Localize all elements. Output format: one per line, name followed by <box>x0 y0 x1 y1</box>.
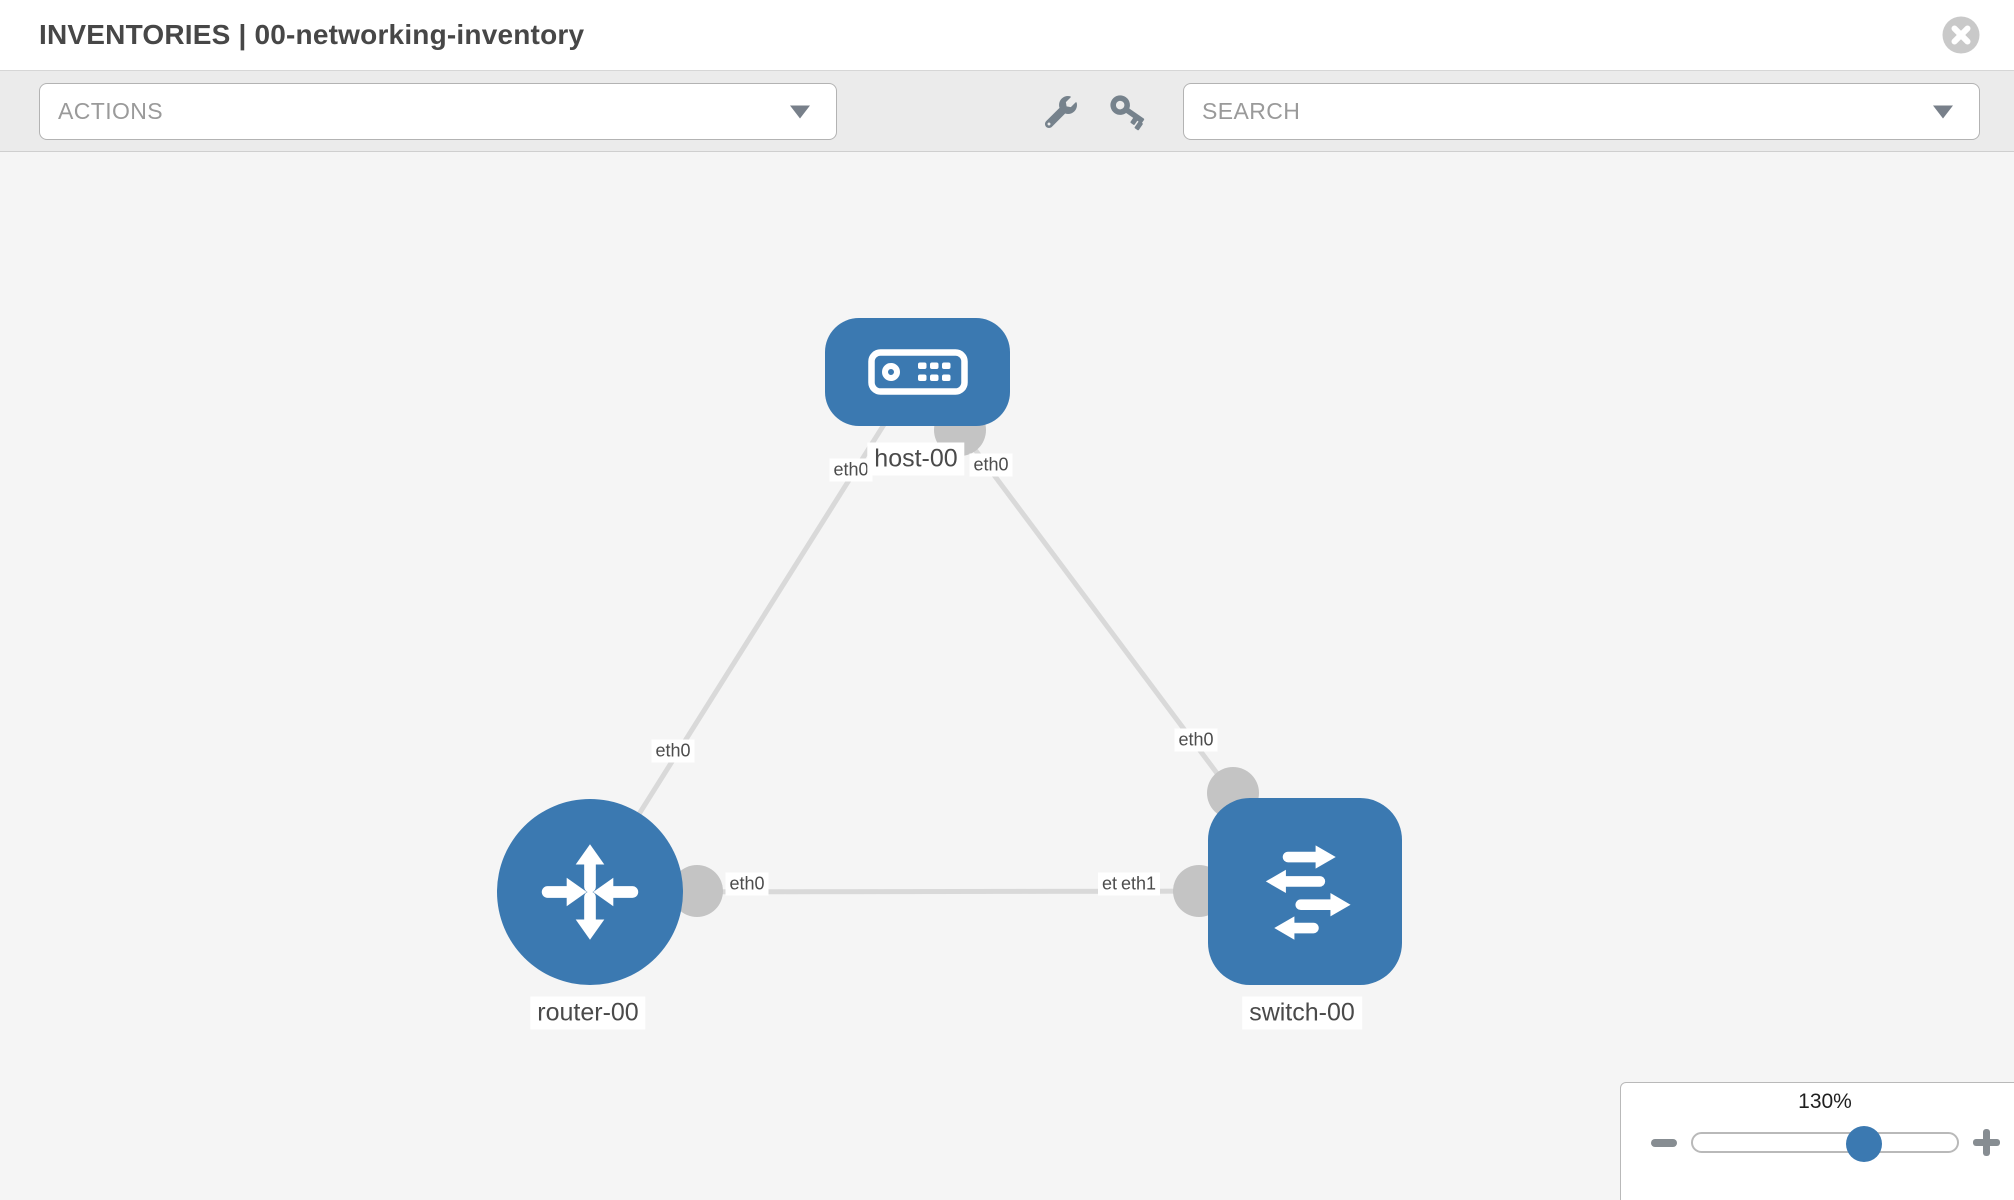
close-icon <box>1942 16 1980 54</box>
node-label-switch: switch-00 <box>1242 996 1362 1030</box>
links-layer <box>587 370 1308 917</box>
node-host-00[interactable] <box>825 318 1010 426</box>
close-button[interactable] <box>1941 15 1981 55</box>
key-icon <box>1110 95 1145 131</box>
port-label: eth1 <box>1117 872 1161 896</box>
page-title: INVENTORIES | 00-networking-inventory <box>39 19 585 50</box>
host-icon <box>867 349 968 395</box>
actions-dropdown[interactable]: ACTIONS <box>39 83 837 140</box>
zoom-slider-thumb[interactable] <box>1846 1126 1882 1162</box>
node-label-host: host-00 <box>867 442 965 476</box>
zoom-in-button[interactable] <box>1973 1129 2000 1156</box>
node-switch-00[interactable] <box>1208 798 1402 985</box>
wrench-icon <box>1044 96 1077 129</box>
toolbar: ACTIONS SEARCH <box>0 71 2014 152</box>
chevron-down-icon <box>790 105 810 118</box>
zoom-slider-track[interactable] <box>1691 1132 1959 1153</box>
port-label: eth0 <box>829 458 873 482</box>
search-dropdown[interactable]: SEARCH <box>1183 83 1980 140</box>
zoom-out-button[interactable] <box>1651 1139 1677 1147</box>
zoom-level-label: 130% <box>1798 1090 1852 1113</box>
router-icon <box>541 844 639 940</box>
credentials-button[interactable] <box>1108 90 1152 139</box>
zoom-control: 130% <box>1620 1082 2014 1200</box>
port-label: eth0 <box>651 739 695 763</box>
port-label: eth0 <box>969 453 1013 477</box>
port-label: eth0 <box>1174 728 1218 752</box>
tools-button[interactable] <box>1044 96 1078 133</box>
actions-dropdown-label: ACTIONS <box>58 98 164 124</box>
switch-icon <box>1265 844 1351 940</box>
node-label-router: router-00 <box>530 996 646 1030</box>
interface-dot-router-eth0 <box>671 865 723 917</box>
port-label: eth0 <box>725 872 769 896</box>
chevron-down-icon <box>1933 105 1953 118</box>
header: INVENTORIES | 00-networking-inventory <box>0 0 2014 71</box>
topology-canvas[interactable]: eth0 eth0 eth0 eth0 eth0 eth0 eth1 host-… <box>0 153 2014 1200</box>
node-router-00[interactable] <box>497 799 683 985</box>
search-placeholder: SEARCH <box>1202 98 1301 124</box>
